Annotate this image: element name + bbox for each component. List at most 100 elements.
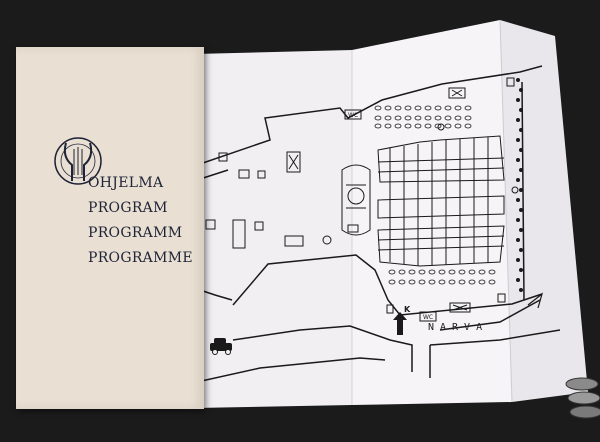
tree-icon bbox=[516, 238, 520, 242]
cover-title-swedish: PROGRAM bbox=[88, 200, 168, 216]
marker-box bbox=[284, 235, 304, 247]
marker-circle bbox=[511, 186, 519, 194]
seat-dot bbox=[394, 115, 402, 121]
tree-icon bbox=[516, 118, 520, 122]
seat-dot bbox=[464, 115, 472, 121]
tree-icon bbox=[516, 78, 520, 82]
seat-dot bbox=[454, 105, 462, 111]
seat-dot bbox=[438, 269, 446, 275]
seat-dot bbox=[424, 115, 432, 121]
tree-icon bbox=[519, 168, 523, 172]
seat-dot bbox=[408, 279, 416, 285]
seat-dot bbox=[398, 269, 406, 275]
seat-dot bbox=[428, 269, 436, 275]
tree-icon bbox=[516, 98, 520, 102]
seat-dot bbox=[424, 123, 432, 129]
seat-dot bbox=[388, 269, 396, 275]
seat-dot bbox=[428, 279, 436, 285]
song-stage bbox=[341, 164, 371, 236]
seat-dot bbox=[444, 115, 452, 121]
seat-dot bbox=[454, 123, 462, 129]
seat-dot bbox=[478, 279, 486, 285]
seat-dot bbox=[468, 279, 476, 285]
tree-icon bbox=[519, 88, 523, 92]
marker-box bbox=[286, 151, 301, 173]
marker-box bbox=[386, 304, 394, 314]
tree-icon bbox=[516, 178, 520, 182]
seat-dot bbox=[458, 269, 466, 275]
marker-box bbox=[347, 224, 359, 233]
marker-box bbox=[449, 302, 471, 313]
seat-dot bbox=[394, 123, 402, 129]
tree-icon bbox=[516, 138, 520, 142]
seat-dot bbox=[404, 115, 412, 121]
marker-circle bbox=[322, 235, 332, 245]
seat-dot bbox=[394, 105, 402, 111]
seat-dot bbox=[374, 123, 382, 129]
seat-rows bbox=[374, 105, 496, 285]
wc-label: WC bbox=[348, 112, 358, 119]
booklet-cover: OHJELMA PROGRAM PROGRAMM PROGRAMME bbox=[16, 47, 204, 409]
road-lines bbox=[196, 65, 561, 383]
seat-dot bbox=[384, 115, 392, 121]
tree-icon bbox=[519, 208, 523, 212]
marker-box bbox=[205, 219, 216, 230]
seat-dot bbox=[444, 123, 452, 129]
seat-dot bbox=[464, 123, 472, 129]
marker-box bbox=[448, 87, 466, 99]
seat-dot bbox=[404, 105, 412, 111]
seat-dot bbox=[478, 269, 486, 275]
marker-box bbox=[257, 170, 266, 179]
tree-line bbox=[516, 78, 523, 292]
map-markers bbox=[205, 77, 519, 314]
cover-title-finnish: OHJELMA bbox=[88, 175, 164, 191]
seat-dot bbox=[414, 123, 422, 129]
seat-dot bbox=[374, 115, 382, 121]
seat-dot bbox=[448, 269, 456, 275]
tree-icon bbox=[516, 258, 520, 262]
seat-dot bbox=[488, 279, 496, 285]
marker-box bbox=[232, 219, 246, 249]
tree-icon bbox=[519, 228, 523, 232]
marker-box bbox=[254, 221, 264, 231]
seat-dot bbox=[384, 123, 392, 129]
tree-icon bbox=[519, 268, 523, 272]
tree-icon bbox=[519, 188, 523, 192]
seat-dot bbox=[374, 105, 382, 111]
tree-icon bbox=[516, 198, 520, 202]
wc-sign bbox=[344, 109, 362, 120]
binder-clip-icon bbox=[565, 377, 600, 419]
seat-dot bbox=[444, 105, 452, 111]
seat-dot bbox=[414, 115, 422, 121]
seat-dot bbox=[488, 269, 496, 275]
tree-icon bbox=[516, 218, 520, 222]
seat-dot bbox=[468, 269, 476, 275]
seat-dot bbox=[414, 105, 422, 111]
marker-box bbox=[218, 152, 228, 162]
map-panel-left bbox=[195, 50, 352, 408]
seat-dot bbox=[398, 279, 406, 285]
car-icon bbox=[210, 338, 232, 355]
tree-icon bbox=[519, 128, 523, 132]
seating-grid bbox=[377, 135, 505, 267]
seat-dot bbox=[434, 115, 442, 121]
tree-icon bbox=[516, 158, 520, 162]
seat-dot bbox=[434, 105, 442, 111]
cover-title-french: PROGRAMME bbox=[88, 250, 193, 266]
seat-dot bbox=[458, 279, 466, 285]
tree-icon bbox=[519, 248, 523, 252]
tree-icon bbox=[516, 278, 520, 282]
street-label: NARVA bbox=[428, 322, 489, 333]
cover-title-german: PROGRAMM bbox=[88, 225, 183, 241]
tree-icon bbox=[519, 288, 523, 292]
seat-dot bbox=[418, 279, 426, 285]
marker-box bbox=[497, 293, 506, 303]
road-arrow-icon bbox=[527, 292, 544, 309]
map-panel-right bbox=[500, 20, 588, 402]
marker-box bbox=[238, 169, 250, 179]
seat-dot bbox=[404, 123, 412, 129]
seat-dot bbox=[454, 115, 462, 121]
seat-dot bbox=[438, 279, 446, 285]
